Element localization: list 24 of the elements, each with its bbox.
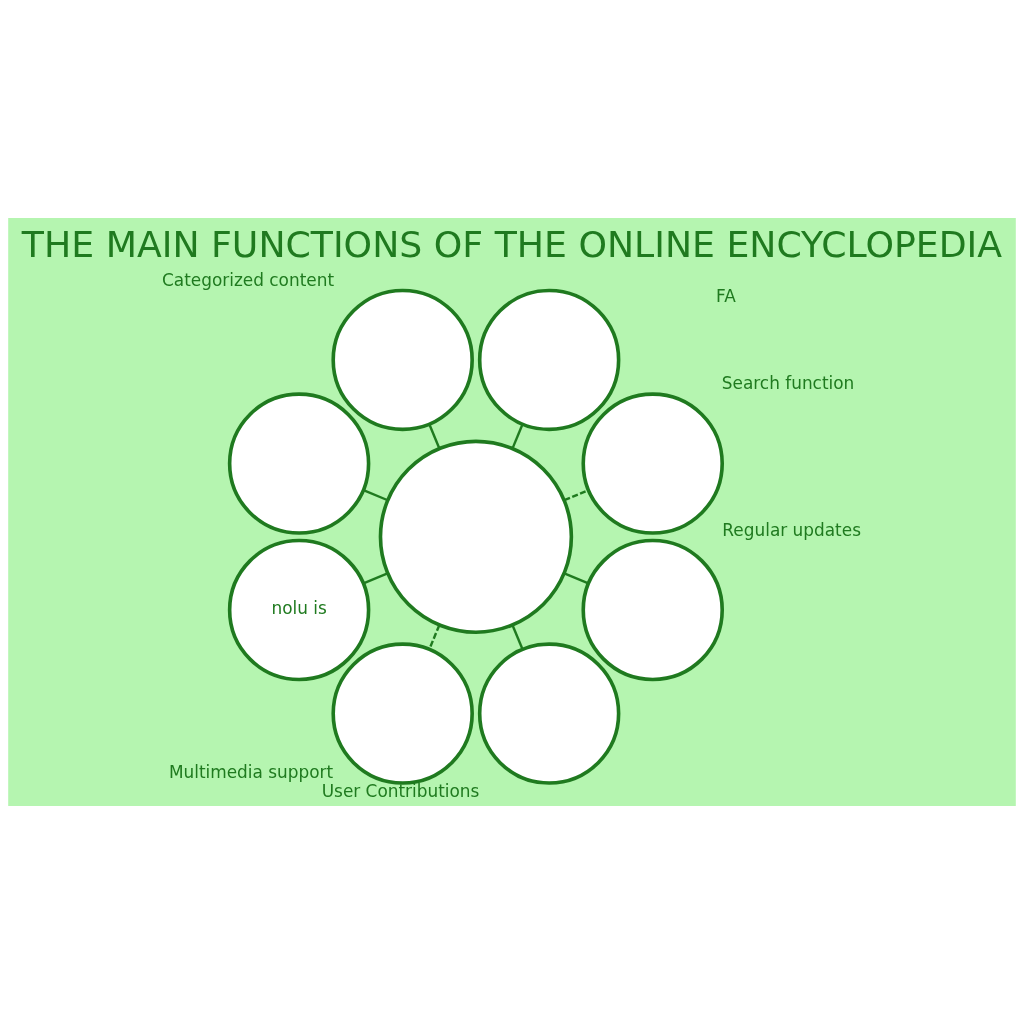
node-circle <box>477 642 621 785</box>
diagram-title: THE MAIN FUNCTIONS OF THE ONLINE ENCYCLOPEDIA <box>21 222 1003 266</box>
connector <box>363 489 388 502</box>
node-circle <box>227 392 371 535</box>
connector <box>428 624 441 650</box>
node-circle <box>331 288 474 432</box>
node-circle: nolu is <box>227 538 371 682</box>
node-circle <box>331 642 474 785</box>
node-label: User Contributions <box>321 780 480 801</box>
connector <box>428 423 441 449</box>
node-label: Search function <box>721 373 855 394</box>
node-circle <box>378 439 574 635</box>
node-circle <box>581 538 724 682</box>
node-label: Multimedia support <box>168 762 334 783</box>
connector <box>511 624 524 650</box>
node-label: Categorized content <box>162 269 335 290</box>
connector <box>563 572 589 585</box>
node-label: Regular updates <box>722 519 861 540</box>
node-circle <box>581 392 724 535</box>
node-circle <box>477 288 621 432</box>
connector <box>563 489 589 502</box>
label: FA <box>716 286 736 307</box>
connector <box>362 572 388 585</box>
connector <box>511 423 524 449</box>
